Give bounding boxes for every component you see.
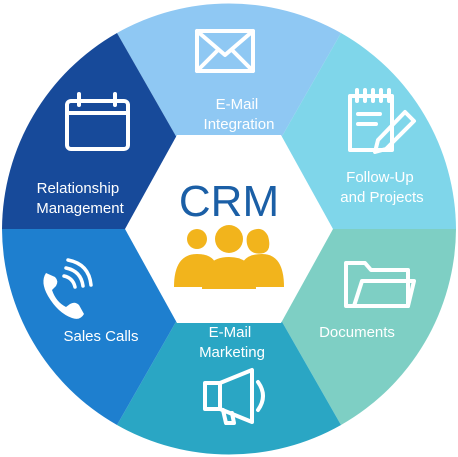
folder-icon — [344, 261, 416, 308]
phone-icon — [43, 258, 93, 319]
notepad-pencil-icon — [348, 88, 416, 154]
segment-email-integration — [117, 3, 341, 230]
calendar-icon — [65, 92, 130, 151]
label-relationship-management: Relationship Management — [36, 180, 124, 217]
segment-email-marketing — [117, 229, 341, 455]
envelope-icon — [195, 29, 255, 73]
label-email-marketing: E-Mail Marketing — [199, 324, 265, 361]
people-group-icon — [174, 225, 284, 289]
label-sales-calls: Sales Calls — [63, 328, 138, 345]
center-title: CRM — [179, 177, 279, 226]
megaphone-icon — [203, 368, 265, 425]
label-email-integration: E-Mail Integration — [204, 96, 275, 133]
label-documents: Documents — [319, 324, 395, 341]
label-follow-up-projects: Follow-Up and Projects — [340, 169, 423, 206]
